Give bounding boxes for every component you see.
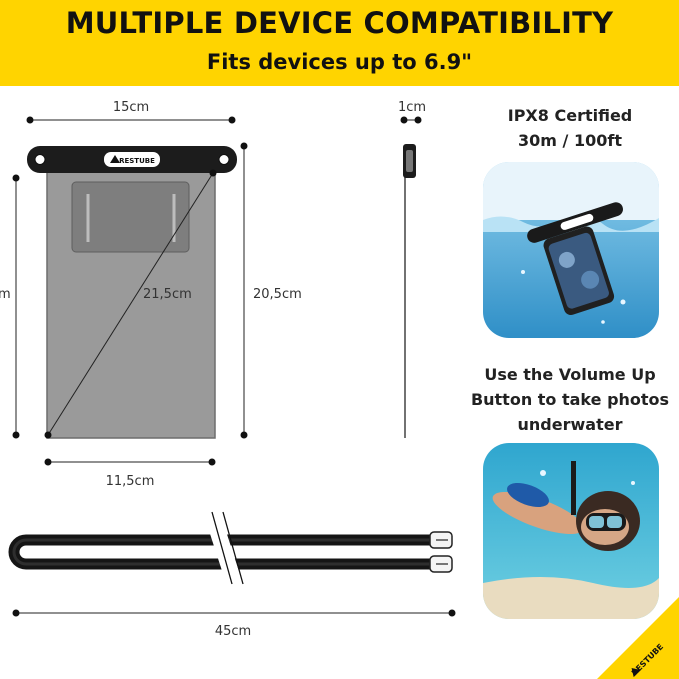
dim-label-width-top: 15cm <box>113 100 149 115</box>
dim-label-diagonal: 21,5cm <box>143 287 192 302</box>
underwater-pouch-photo <box>483 162 659 338</box>
dim-label-height-left: m <box>0 287 11 302</box>
pouch-side-profile <box>403 144 416 438</box>
dim-label-height-right: 20,5cm <box>253 287 302 302</box>
dimension-thickness <box>400 116 422 124</box>
dim-label-thickness: 1cm <box>398 100 426 115</box>
volume-line-3: underwater <box>517 415 623 434</box>
dim-label-width-bottom: 11,5cm <box>106 474 155 489</box>
volume-line-1: Use the Volume Up <box>484 365 656 384</box>
dimension-strap-length <box>12 609 456 617</box>
dimension-height-left <box>12 174 20 439</box>
neck-strap <box>8 534 434 570</box>
volume-line-2: Button to take photos <box>470 390 670 409</box>
cert-line-1: IPX8 Certified <box>507 106 633 125</box>
clip-logo-text: RESTUBE <box>119 157 155 165</box>
certification-text: IPX8 Certified 30m / 100ft <box>470 103 670 153</box>
dimension-width-bottom <box>44 458 216 466</box>
dimension-diagonal <box>44 169 217 439</box>
dim-label-strap-length: 45cm <box>215 624 251 639</box>
break-mark-icon <box>206 511 244 585</box>
strap-buckle-icon <box>429 531 453 573</box>
header-banner <box>0 0 679 86</box>
cert-line-2: 30m / 100ft <box>518 131 622 150</box>
volume-button-text: Use the Volume Up Button to take photos … <box>470 362 670 437</box>
brand-corner-flag: RESTUBE <box>597 597 679 679</box>
restube-logo-icon <box>631 667 641 678</box>
headline: MULTIPLE DEVICE COMPATIBILITY <box>65 6 614 40</box>
dimension-height-right <box>240 142 248 439</box>
pouch-front-view <box>46 147 216 439</box>
dimension-width-top <box>26 116 236 124</box>
snorkeler-photo <box>483 443 659 619</box>
restube-logo-icon <box>110 155 120 163</box>
subheadline: Fits devices up to 6.9" <box>206 50 473 74</box>
pouch-clip-bar: RESTUBE <box>27 146 237 173</box>
